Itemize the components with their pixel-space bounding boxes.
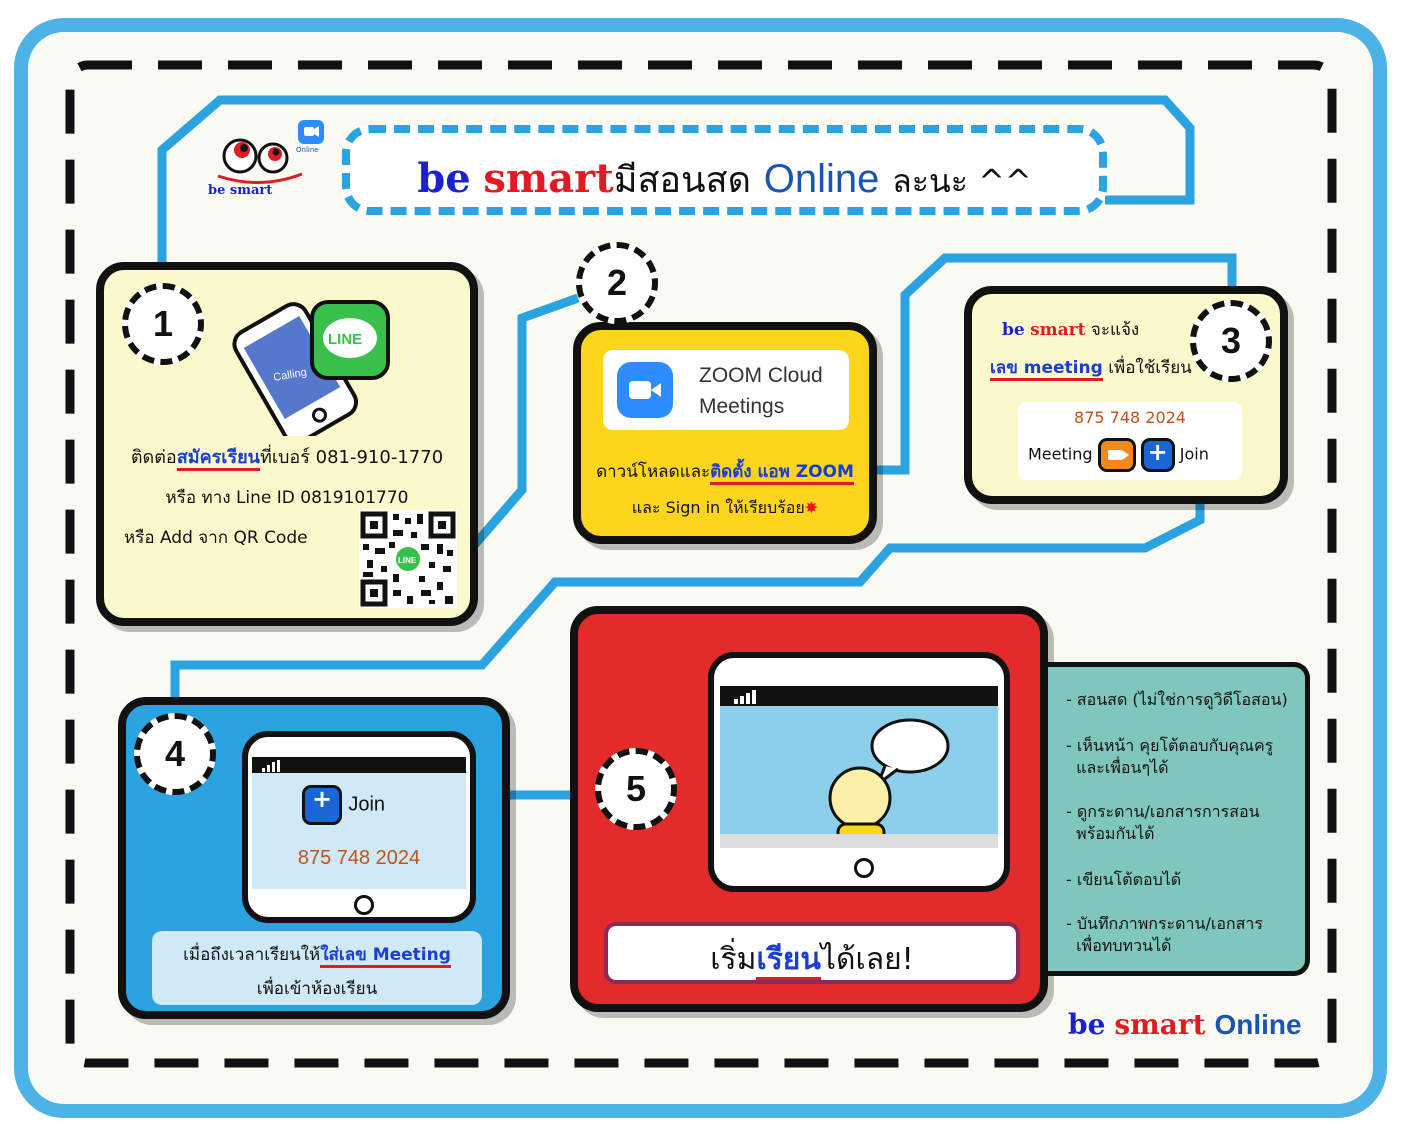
step3-meeting-box: 875 748 2024 Meeting Join xyxy=(1018,402,1242,480)
join-label: Join xyxy=(1179,444,1209,464)
benefit-item: - ดูกระดาน/เอกสารการสอน xyxy=(1066,802,1260,821)
meeting-label: Meeting xyxy=(1028,444,1093,464)
step5-tablet xyxy=(708,652,1010,892)
benefit-item: - เขียนโต้ตอบได้ xyxy=(1066,870,1182,889)
step3-card: be smart จะแจ้ง เลข meeting เพื่อใช้เรีย… xyxy=(964,286,1288,504)
zoom-app-icon xyxy=(617,362,673,418)
step5-card: เริ่มเรียนได้เลย! xyxy=(570,606,1048,1012)
step1-line3: หรือ Add จาก QR Code xyxy=(124,528,308,548)
benefit-item: - สอนสด (ไม่ใช่การดูวิดีโอสอน) xyxy=(1066,690,1288,709)
be-smart-logo: be smart Online xyxy=(200,118,330,218)
step5-number: 5 xyxy=(595,748,677,830)
benefit-item: เพื่อทบทวนได้ xyxy=(1066,936,1172,955)
svg-text:LINE: LINE xyxy=(328,331,362,348)
logo-badge: Online xyxy=(296,146,319,154)
start-learning-label: เริ่มเรียนได้เลย! xyxy=(608,936,1016,983)
step4-card: Join 875 748 2024 เมื่อถึงเวลาเรียนให้ใส… xyxy=(118,697,510,1019)
step4-number: 4 xyxy=(134,713,216,795)
step2-number: 2 xyxy=(576,242,658,324)
benefit-item: พร้อมกันได้ xyxy=(1066,824,1155,843)
join-plus-icon[interactable] xyxy=(1140,438,1175,472)
step1-card: Calling LINE ติดต่อสมัครเรียนที่เบอร์ 08… xyxy=(96,262,478,626)
title-banner: be smartมีสอนสด Online ละนะ ^^ xyxy=(342,125,1107,215)
step1-line2: หรือ ทาง Line ID 0819101770 xyxy=(165,488,409,508)
join-label: Join xyxy=(348,793,386,816)
signal-icon xyxy=(734,690,756,704)
benefit-item: - บันทึกภาพกระดาน/เอกสาร xyxy=(1066,914,1263,933)
svg-text:Calling: Calling xyxy=(272,366,307,384)
step1-number: 1 xyxy=(122,283,204,365)
video-screen xyxy=(720,706,998,848)
join-plus-icon[interactable] xyxy=(302,785,342,825)
step3-line1: be smart จะแจ้ง xyxy=(1002,320,1140,340)
benefits-panel: - สอนสด (ไม่ใช่การดูวิดีโอสอน) - เห็นหน้… xyxy=(1048,662,1310,976)
meeting-id: 875 748 2024 xyxy=(297,847,421,869)
step2-line1: ดาวน์โหลดและติดตั้ง แอพ ZOOM xyxy=(581,458,869,485)
footer-brand: be smart Online xyxy=(1068,1008,1302,1041)
step4-line2: เพื่อเข้าห้องเรียน xyxy=(256,979,378,999)
step4-phone: Join 875 748 2024 xyxy=(242,731,476,923)
step1-line1: ติดต่อสมัครเรียนที่เบอร์ 081-910-1770 xyxy=(104,442,470,471)
step3-line2: เลข meeting เพื่อใช้เรียน xyxy=(990,354,1192,381)
phone-calling-icon: Calling LINE xyxy=(232,300,390,436)
benefit-item: และเพื่อนๆได้ xyxy=(1066,758,1169,777)
logo-text: be smart xyxy=(208,183,273,198)
qr-code: LINE xyxy=(359,510,457,608)
step4-caption-box: เมื่อถึงเวลาเรียนให้ใส่เลข Meeting เพื่อ… xyxy=(152,931,482,1005)
step2-line2: และ Sign in ให้เรียบร้อย✸ xyxy=(631,498,819,517)
video-camera-icon[interactable] xyxy=(1097,438,1136,472)
home-button[interactable] xyxy=(354,895,374,915)
home-button[interactable] xyxy=(854,858,874,878)
signal-icon xyxy=(262,760,280,772)
svg-text:LINE: LINE xyxy=(398,556,417,565)
page-title: be smartมีสอนสด Online ละนะ ^^ xyxy=(417,155,1032,202)
meeting-id: 875 748 2024 xyxy=(1074,408,1186,427)
step4-line1: เมื่อถึงเวลาเรียนให้ใส่เลข Meeting xyxy=(152,941,482,968)
benefit-item: - เห็นหน้า คุยโต้ตอบกับคุณครู xyxy=(1066,736,1274,755)
step3-number: 3 xyxy=(1190,300,1272,382)
start-learning-button[interactable]: เริ่มเรียนได้เลย! xyxy=(604,922,1020,984)
